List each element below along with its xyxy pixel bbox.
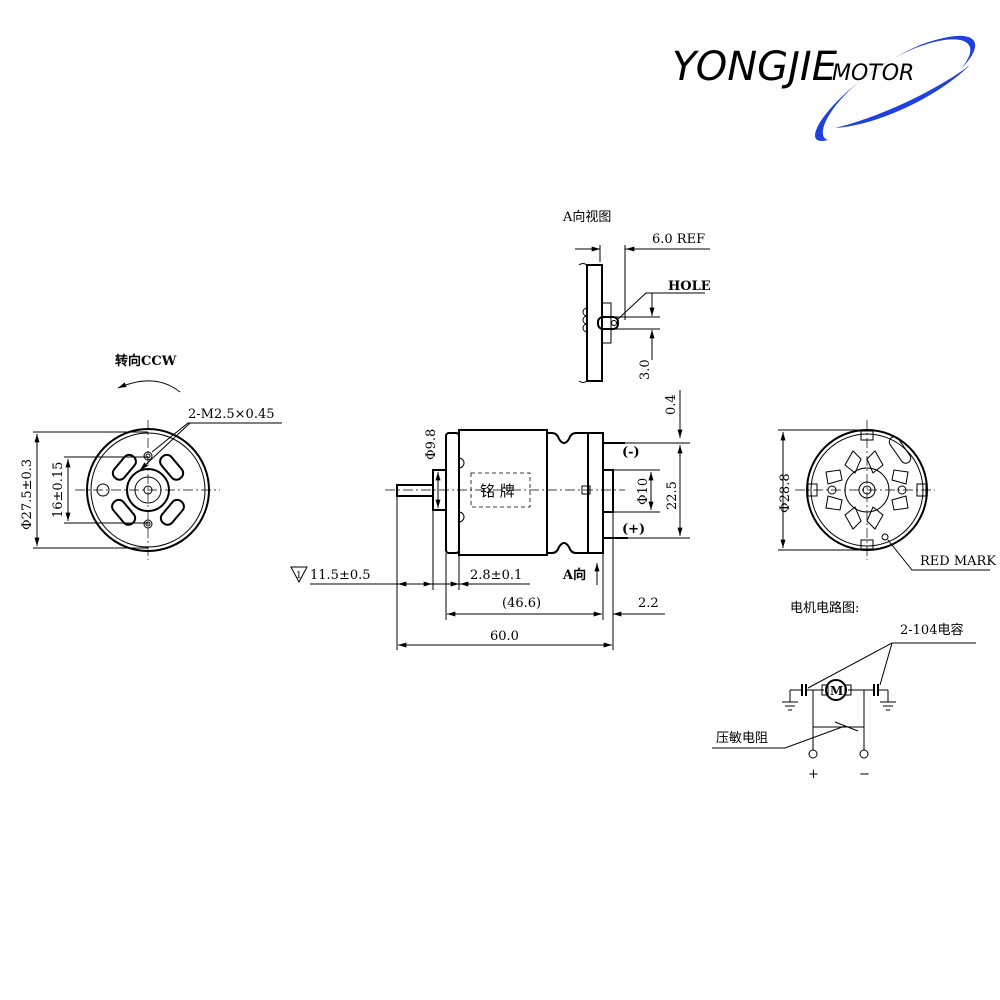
pos-terminal: (+) — [622, 522, 645, 537]
front-view: Φ28.8 RED MARK — [778, 420, 996, 571]
terminal-spacing-dim: 22.5 — [665, 481, 680, 510]
brand-logo: YONGJIE MOTOR — [672, 35, 976, 141]
neg-terminal: (-) — [622, 445, 640, 460]
nameplate-label: 铭 牌 — [480, 482, 515, 500]
a-view-arrow-label: A向 — [562, 567, 586, 583]
rear-view: 转向CCW 2-M2.5×0.45 Φ27.5±0.3 16±0.15 — [20, 353, 282, 560]
circuit-title: 电机电路图: — [790, 600, 859, 616]
bearing-dia-dim: Φ9.8 — [424, 429, 439, 460]
logo-brand: YONGJIE — [672, 44, 838, 90]
dim-0-4: 0.4 — [664, 394, 679, 415]
a-view-title: A向视图 — [562, 209, 611, 225]
boss-height-dim: 2.8±0.1 — [470, 568, 522, 583]
plus-terminal: + — [808, 767, 819, 782]
red-mark-label: RED MARK — [920, 554, 996, 569]
motor-symbol: M — [830, 684, 843, 698]
rotation-label: 转向CCW — [115, 353, 177, 369]
rear-boss-dim: 2.2 — [638, 596, 659, 611]
boss-dia-dim: Φ10 — [636, 478, 651, 505]
datum-triangle-icon — [290, 566, 308, 584]
varistor-label: 压敏电阻 — [716, 731, 768, 746]
minus-terminal: − — [859, 767, 870, 782]
logo-suffix: MOTOR — [832, 61, 914, 86]
outer-diameter-dim: Φ27.5±0.3 — [20, 459, 35, 530]
motor-symbol-icon — [825, 679, 847, 701]
body-length-dim: (46.6) — [502, 596, 541, 611]
dim-3: 3.0 — [638, 359, 653, 380]
thread-callout: 2-M2.5×0.45 — [188, 407, 275, 422]
capacitor-label: 2-104电容 — [900, 622, 963, 638]
hole-label: HOLE — [668, 279, 711, 294]
ref-dim: 6.0 REF — [652, 232, 705, 247]
hole-spacing-dim: 16±0.15 — [51, 462, 66, 518]
total-length-dim: 60.0 — [490, 629, 519, 644]
shaft-length-dim: 11.5±0.5 — [310, 568, 371, 583]
side-view: 铭 牌 (-) (+) Φ9.8 Φ10 22.5 1 11.5±0.5 2.8… — [290, 429, 690, 650]
datum-number: 1 — [296, 571, 302, 581]
a-view: A向视图 6.0 REF HOLE 3.0 0.4 — [562, 209, 711, 438]
ccw-arrow-icon — [117, 380, 181, 393]
front-diameter-dim: Φ28.8 — [778, 473, 793, 513]
motor-circuit: 电机电路图: 2-104电容 M + − 压敏电阻 — [712, 600, 976, 782]
